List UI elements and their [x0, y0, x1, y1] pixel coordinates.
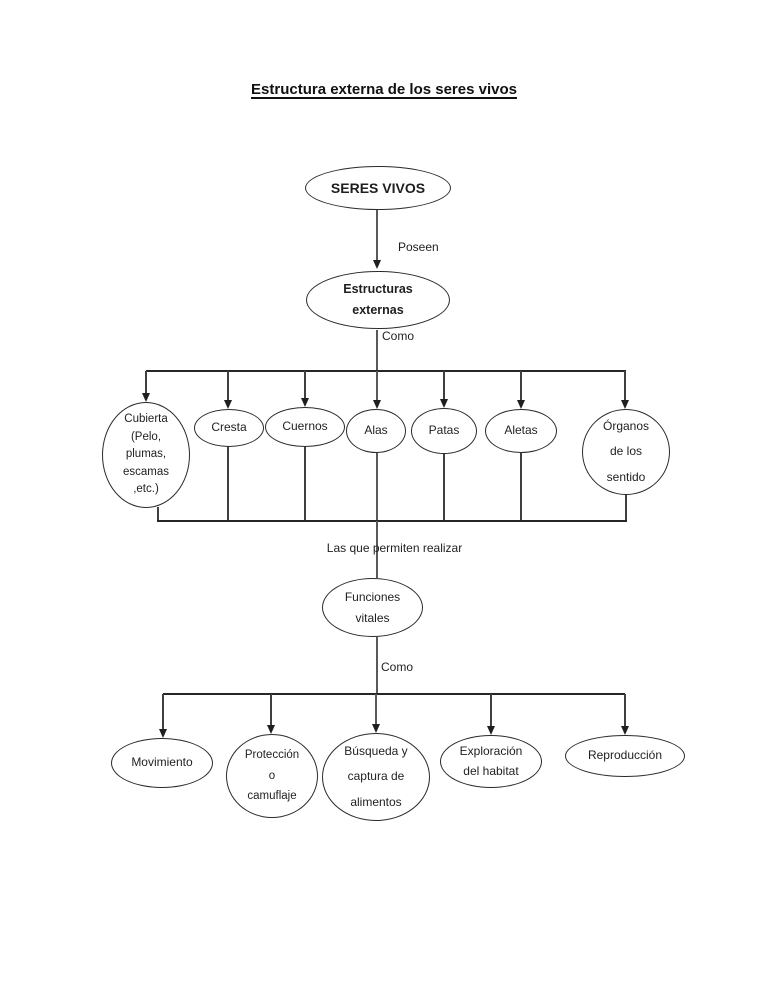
- arrowhead-down-icon: [267, 725, 275, 734]
- branch-line-functions: [163, 693, 625, 695]
- connector-cresta: [227, 446, 229, 520]
- drop-aletas: [520, 371, 522, 400]
- node-aletas: Aletas: [485, 409, 557, 453]
- edge-label-como-bottom: Como: [381, 660, 414, 674]
- connector-cuernos: [304, 446, 306, 520]
- drop-proteccion: [270, 694, 272, 725]
- node-busqueda-alimentos: Búsqueda y captura de alimentos: [322, 733, 430, 821]
- connector-cubierta: [157, 507, 159, 520]
- node-organos-sentido: Órganos de los sentido: [582, 409, 670, 495]
- drop-cuernos: [304, 371, 306, 398]
- node-reproduccion: Reproducción: [565, 735, 685, 777]
- collector-line: [157, 520, 627, 522]
- drop-reproduccion: [624, 694, 626, 726]
- drop-patas: [443, 371, 445, 399]
- node-cuernos: Cuernos: [265, 407, 345, 447]
- arrowhead-down-icon: [517, 400, 525, 409]
- connector-patas: [443, 453, 445, 520]
- connector-aletas: [520, 452, 522, 520]
- arrowhead-down-icon: [301, 398, 309, 407]
- arrowhead-down-icon: [621, 400, 629, 409]
- node-movimiento: Movimiento: [111, 738, 213, 788]
- edge-estructuras-branch: [376, 330, 378, 371]
- node-cresta: Cresta: [194, 409, 264, 447]
- arrowhead-down-icon: [142, 393, 150, 402]
- drop-busqueda: [375, 694, 377, 724]
- node-patas: Patas: [411, 408, 477, 454]
- node-proteccion-camuflaje: Protección o camuflaje: [226, 734, 318, 818]
- arrowhead-down-icon: [440, 399, 448, 408]
- node-cubierta: Cubierta (Pelo, plumas, escamas ,etc.): [102, 402, 190, 508]
- arrowhead-down-icon: [159, 729, 167, 738]
- node-alas: Alas: [346, 409, 406, 453]
- drop-organos: [624, 371, 626, 400]
- node-seres-vivos: SERES VIVOS: [305, 166, 451, 210]
- node-funciones-vitales: Funciones vitales: [322, 578, 423, 637]
- edge-collector-funciones: [376, 521, 378, 578]
- node-estructuras-externas: Estructuras externas: [306, 271, 450, 329]
- drop-cresta: [227, 371, 229, 400]
- edge-label-poseen: Poseen: [398, 240, 439, 254]
- drop-exploracion: [490, 694, 492, 726]
- drop-alas: [376, 371, 378, 400]
- arrowhead-down-icon: [224, 400, 232, 409]
- drop-movimiento: [162, 694, 164, 729]
- arrowhead-down-icon: [373, 400, 381, 409]
- edge-funciones-branch: [376, 637, 378, 693]
- arrowhead-down-icon: [621, 726, 629, 735]
- node-exploracion-habitat: Exploración del habitat: [440, 735, 542, 788]
- arrowhead-down-icon: [373, 260, 381, 269]
- connector-organos: [625, 494, 627, 520]
- edge-label-permiten: Las que permiten realizar: [326, 541, 463, 555]
- page-title: Estructura externa de los seres vivos: [251, 81, 517, 98]
- edge-label-como-top: Como: [382, 329, 415, 343]
- drop-cubierta: [145, 371, 147, 393]
- edge-root-estructuras: [376, 210, 378, 260]
- branch-line-structures: [146, 370, 626, 372]
- arrowhead-down-icon: [372, 724, 380, 733]
- arrowhead-down-icon: [487, 726, 495, 735]
- connector-alas: [376, 452, 378, 520]
